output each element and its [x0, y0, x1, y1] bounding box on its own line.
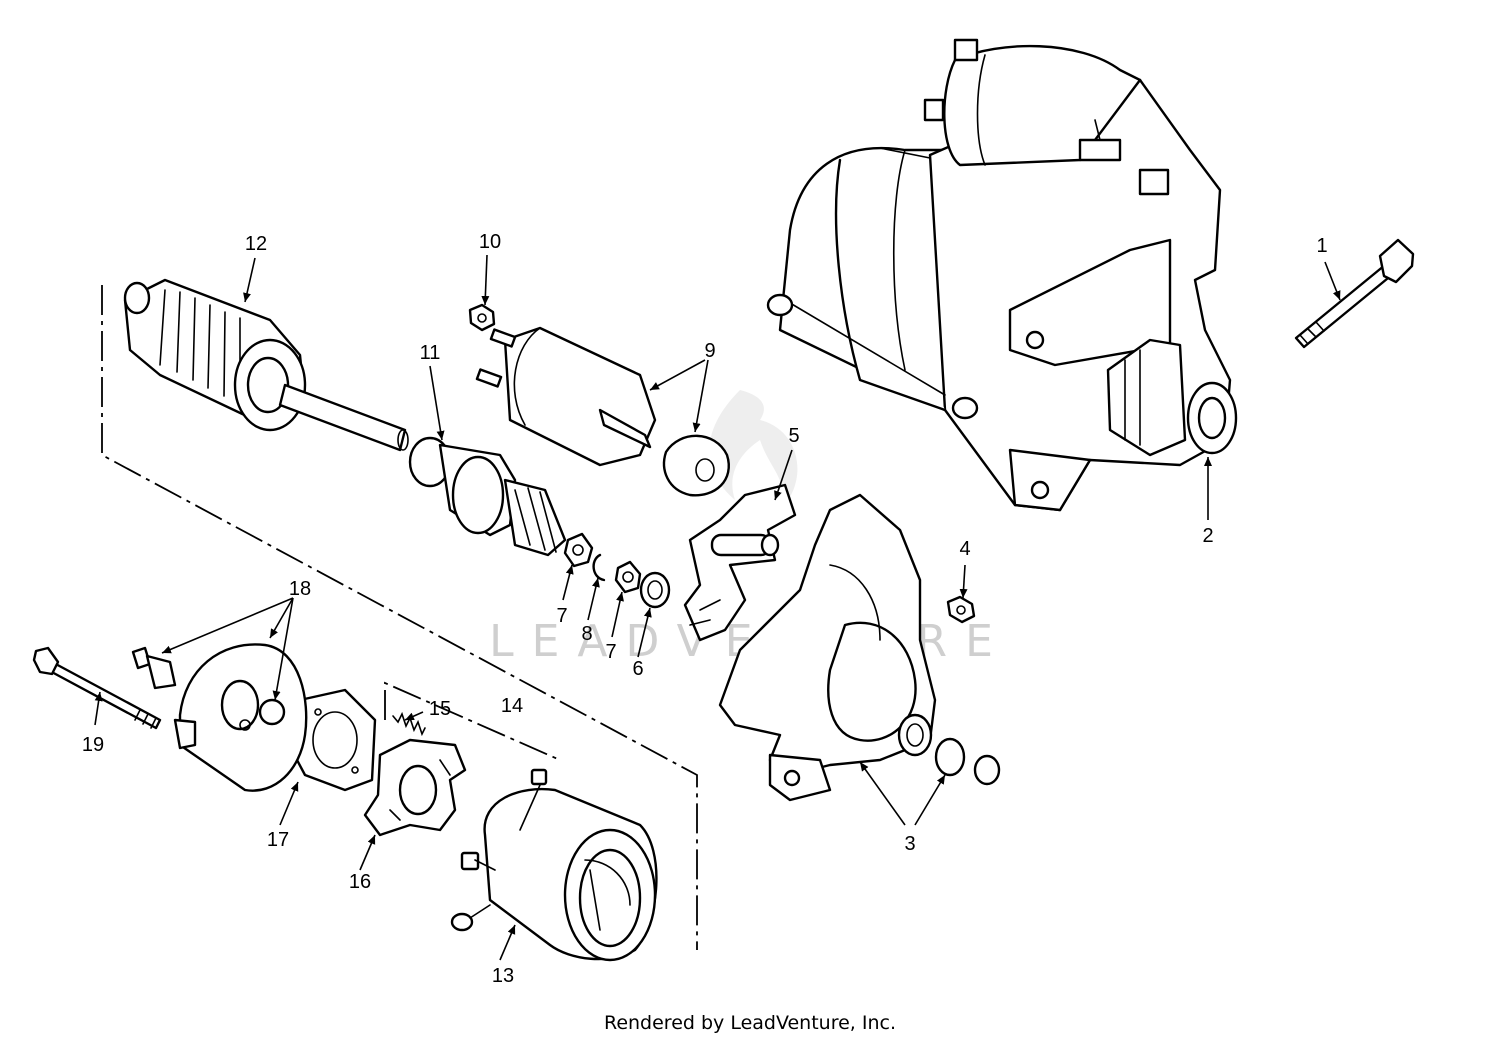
brush-holder-16 [363, 738, 467, 837]
callout-16: 16 [349, 871, 371, 893]
starter-motor-assembly [766, 38, 1238, 512]
callout-10: 10 [479, 231, 501, 253]
callout-labels: 1 2 3 4 5 6 7 7 8 9 10 11 12 13 14 15 16… [82, 231, 1328, 987]
callout-17: 17 [267, 829, 289, 851]
callout-13: 13 [492, 965, 514, 987]
callout-11: 11 [420, 342, 441, 364]
callout-7a: 7 [556, 605, 567, 627]
leader-lines [94, 254, 1341, 961]
callout-3: 3 [904, 833, 915, 855]
yoke-13 [450, 787, 658, 962]
callout-14: 14 [501, 695, 523, 717]
stop-collar-7a [563, 532, 594, 568]
callout-4: 4 [959, 538, 970, 560]
solenoid-9 [475, 326, 730, 497]
brush-spring-15 [392, 711, 426, 737]
end-frame-18 [131, 643, 308, 792]
callout-1: 1 [1316, 235, 1327, 257]
callout-12: 12 [245, 233, 267, 255]
snap-ring-8 [592, 553, 606, 582]
callout-6: 6 [632, 658, 643, 680]
clutch-pinion-11 [408, 436, 567, 557]
field-coil-leads-14 [519, 768, 548, 831]
shift-lever-5 [683, 483, 797, 642]
callout-8: 8 [581, 623, 592, 645]
callout-2: 2 [1202, 525, 1213, 547]
long-bolt-1 [1294, 238, 1415, 349]
callout-9: 9 [704, 340, 715, 362]
footer-credit: Rendered by LeadVenture, Inc. [603, 1012, 897, 1034]
assembly-dash-lines [101, 285, 698, 950]
brush-plate-17 [295, 688, 377, 792]
front-housing-3 [718, 493, 1001, 802]
armature-12 [123, 278, 409, 452]
washer-6 [639, 571, 671, 609]
callout-19: 19 [82, 734, 104, 756]
nut-10 [468, 303, 496, 332]
through-bolt-19 [32, 646, 162, 730]
callout-15: 15 [429, 698, 451, 720]
callout-18: 18 [289, 578, 311, 600]
stop-collar-7b [614, 560, 642, 594]
callout-7b: 7 [605, 641, 616, 663]
callout-5: 5 [788, 425, 799, 447]
